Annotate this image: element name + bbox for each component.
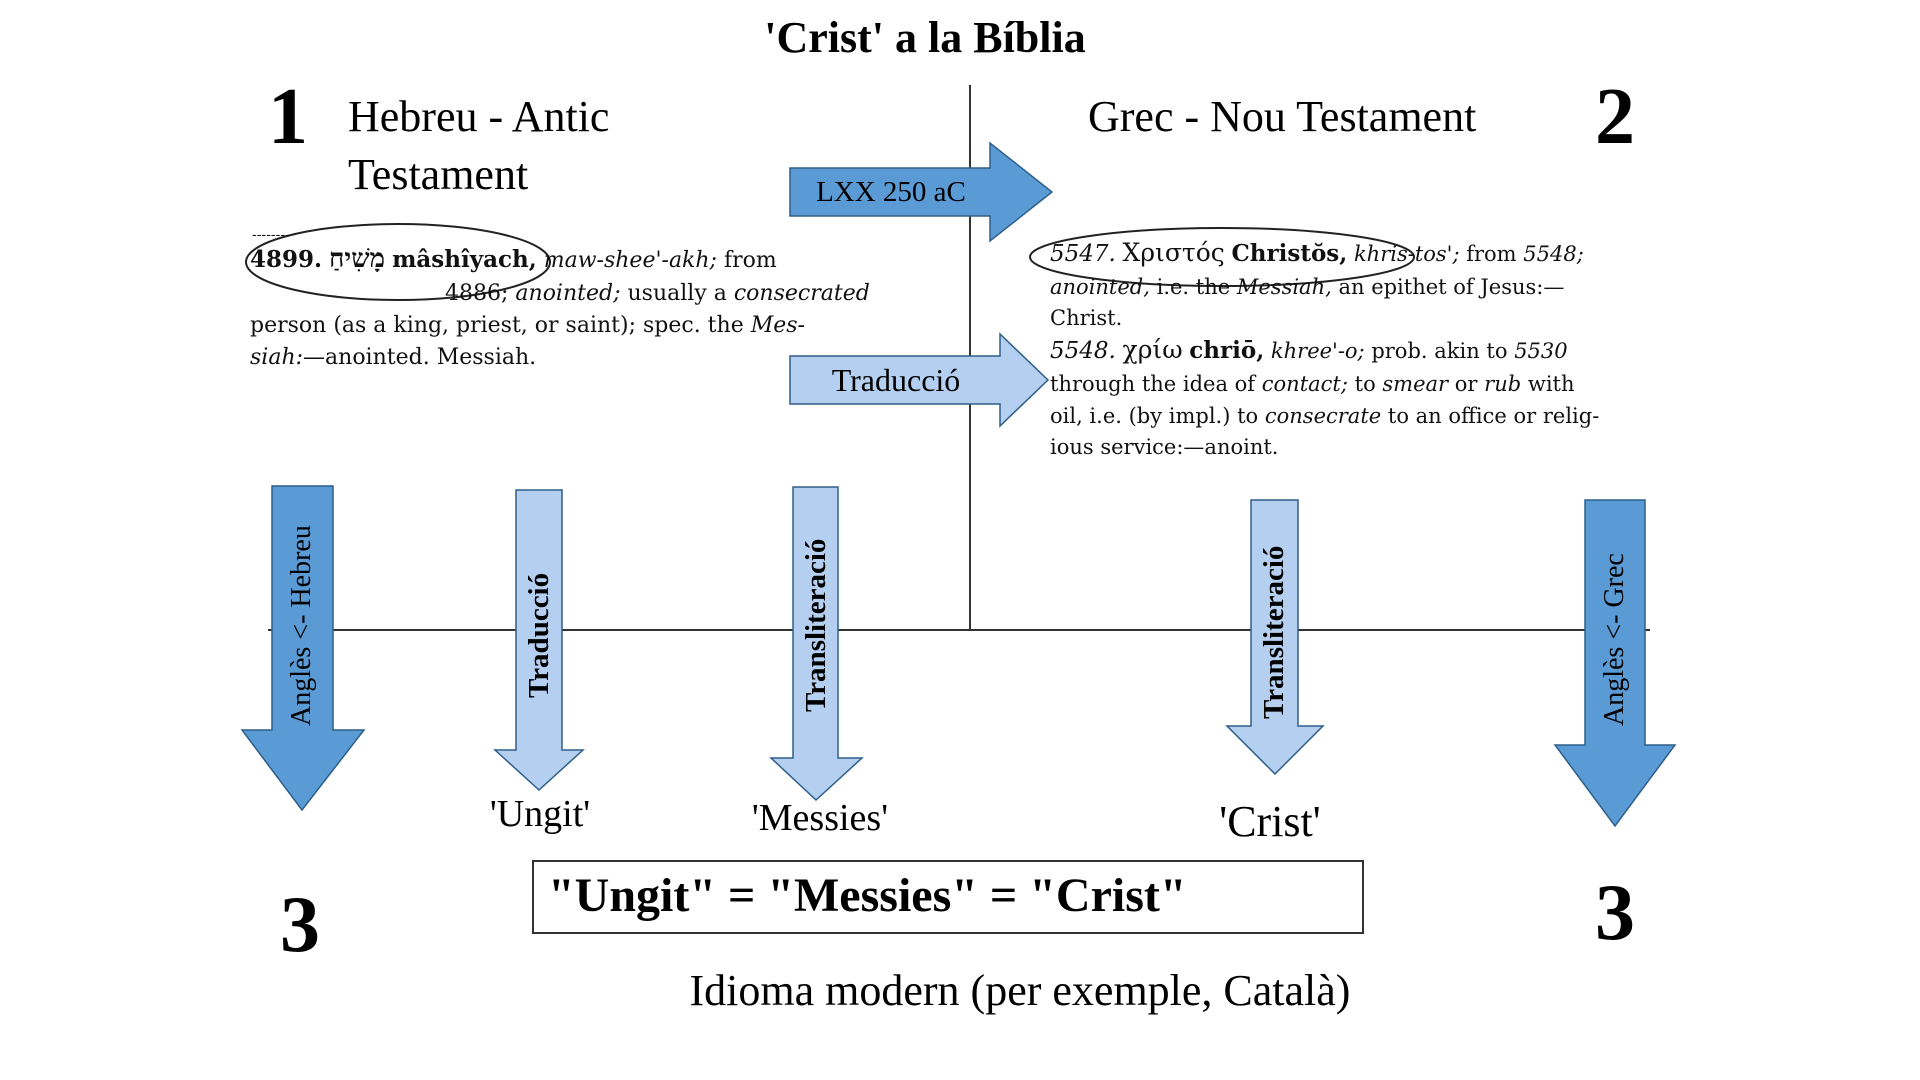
- translation-arrow-vertical-label: Traducció: [523, 572, 555, 698]
- transliteration-arrow-left: [769, 486, 864, 802]
- lxx-arrow: [789, 141, 1054, 243]
- greek-entry1-line3: Christ.: [1050, 306, 1123, 330]
- hebrew-entry-mes: Mes-: [750, 313, 805, 338]
- greek-entry1-messiah: Messiah,: [1236, 275, 1332, 299]
- section-number-modern-right: 3: [1595, 869, 1635, 957]
- result-ungit: 'Ungit': [489, 793, 591, 835]
- greek-entry2-prob: prob. akin to: [1371, 339, 1508, 363]
- english-hebrew-arrow-label: Anglès <- Hebreu: [286, 525, 317, 727]
- transliteration-arrow-right: [1225, 499, 1325, 776]
- translation-arrow-horizontal: [789, 332, 1050, 428]
- greek-entry1-pronunciation: khris-tos';: [1353, 242, 1460, 266]
- section-label-hebrew-line2: Testament: [348, 150, 529, 199]
- hebrew-entry-ref: 4886;: [445, 281, 509, 306]
- diagram-title: 'Crist' a la Bíblia: [764, 13, 1086, 62]
- hebrew-entry-line3: person (as a king, priest, or saint); sp…: [250, 310, 950, 342]
- greek-entry1-number: 5547.: [1050, 241, 1116, 267]
- hebrew-entry-line3-text: person (as a king, priest, or saint); sp…: [250, 313, 744, 338]
- hebrew-entry-from: from: [723, 248, 777, 273]
- transliteration-arrow-left-label: Transliteració: [800, 538, 832, 712]
- greek-entry2-pronunciation: khree'-o;: [1270, 339, 1365, 363]
- section-label-hebrew: Hebreu - Antic Testament: [348, 88, 609, 204]
- hebrew-entry-line4-rest: —anointed. Messiah.: [303, 345, 537, 370]
- greek-entry2-consecrate: consecrate: [1264, 404, 1382, 428]
- transliteration-arrow-right-label: Transliteració: [1258, 545, 1290, 719]
- greek-entry2-ref: 5530: [1514, 339, 1568, 363]
- greek-entry2-number: 5548.: [1050, 338, 1116, 364]
- lxx-arrow-label: LXX 250 aC: [816, 176, 966, 208]
- greek-entry2-contact: contact;: [1261, 372, 1348, 396]
- greek-entry2-line4: ious service:—anoint.: [1050, 435, 1279, 459]
- english-hebrew-arrow: [240, 485, 366, 812]
- greek-entry1-line2: anointed, i.e. the Messiah, an epithet o…: [1050, 271, 1700, 303]
- greek-headword-ellipse: [1029, 227, 1415, 287]
- greek-entry2-line3-rest: to an office or relig-: [1387, 404, 1600, 428]
- greek-entry2-smear: smear: [1382, 372, 1449, 396]
- hebrew-entry-anointed: anointed;: [515, 281, 621, 306]
- greek-entry2-rub: rub: [1484, 372, 1522, 396]
- greek-entry2-line3: oil, i.e. (by impl.) to consecrate to an…: [1050, 400, 1700, 432]
- hebrew-dictionary-entry: -------- 4899. מָשִׁיחַ mâshîyach, maw-s…: [250, 228, 950, 374]
- hebrew-entry-line2: 4886; anointed; usually a consecrated: [250, 278, 950, 310]
- english-greek-arrow: [1553, 499, 1677, 828]
- footer-modern-language: Idioma modern (per exemple, Català): [689, 966, 1351, 1015]
- hebrew-entry-pronunciation: maw-shee'-akh;: [543, 248, 717, 273]
- hebrew-entry-hebrew-word: מָשִׁיחַ: [329, 244, 386, 274]
- hebrew-entry-consecrated: consecrated: [733, 281, 870, 306]
- hebrew-headword-ellipse: [245, 223, 551, 301]
- section-number-greek: 2: [1595, 73, 1635, 161]
- greek-entry1-line1: 5547. Χριστός Christŏs, khris-tos'; from…: [1050, 236, 1700, 271]
- greek-entry1-greek-word: Χριστός: [1122, 238, 1225, 267]
- greek-entry2-or: or: [1454, 372, 1478, 396]
- greek-entry1-ref: 5548;: [1523, 242, 1584, 266]
- greek-entry2-transliteration: chriō,: [1189, 337, 1265, 364]
- greek-entry2-line2: through the idea of contact; to smear or…: [1050, 368, 1700, 400]
- greek-entry1-transliteration: Christŏs,: [1231, 240, 1348, 267]
- greek-entry2-greek-word: χρίω: [1122, 335, 1183, 364]
- result-messies: 'Messies': [751, 797, 889, 839]
- greek-entry2-line1: 5548. χρίω chriō, khree'-o; prob. akin t…: [1050, 333, 1700, 368]
- hebrew-entry-number: 4899.: [250, 246, 323, 273]
- greek-entry2-through: through the idea of: [1050, 372, 1256, 396]
- section-label-greek: Grec - Nou Testament: [1088, 92, 1477, 141]
- result-crist: 'Crist': [1219, 797, 1321, 846]
- section-number-modern-left: 3: [280, 881, 320, 969]
- greek-dictionary-entry: 5547. Χριστός Christŏs, khris-tos'; from…: [1050, 236, 1700, 462]
- greek-entry1-line2-rest: an epithet of Jesus:—: [1338, 275, 1565, 299]
- greek-entry1-ie: i.e. the: [1156, 275, 1231, 299]
- equation-box: "Ungit" = "Messies" = "Crist": [532, 860, 1364, 934]
- english-greek-arrow-label: Anglès <- Grec: [1599, 553, 1630, 727]
- translation-arrow-horizontal-label: Traducció: [831, 362, 961, 398]
- greek-entry1-anointed: anointed,: [1050, 275, 1150, 299]
- hebrew-entry-line4: siah:—anointed. Messiah.: [250, 342, 950, 374]
- greek-entry2-with: with: [1527, 372, 1575, 396]
- hebrew-entry-transliteration: mâshîyach,: [392, 246, 537, 273]
- greek-entry2-oil: oil, i.e. (by impl.) to: [1050, 404, 1259, 428]
- section-number-hebrew: 1: [268, 73, 308, 161]
- greek-entry1-from: from: [1466, 242, 1517, 266]
- hebrew-entry-siah: siah:: [250, 345, 304, 370]
- greek-entry2-to: to: [1354, 372, 1376, 396]
- hebrew-entry-usually: usually a: [627, 281, 727, 306]
- section-label-hebrew-line1: Hebreu - Antic: [348, 92, 610, 141]
- translation-arrow-vertical: [493, 489, 585, 792]
- hebrew-entry-dashes: --------: [252, 227, 290, 243]
- hebrew-entry-line1: 4899. מָשִׁיחַ mâshîyach, maw-shee'-akh;…: [250, 242, 950, 278]
